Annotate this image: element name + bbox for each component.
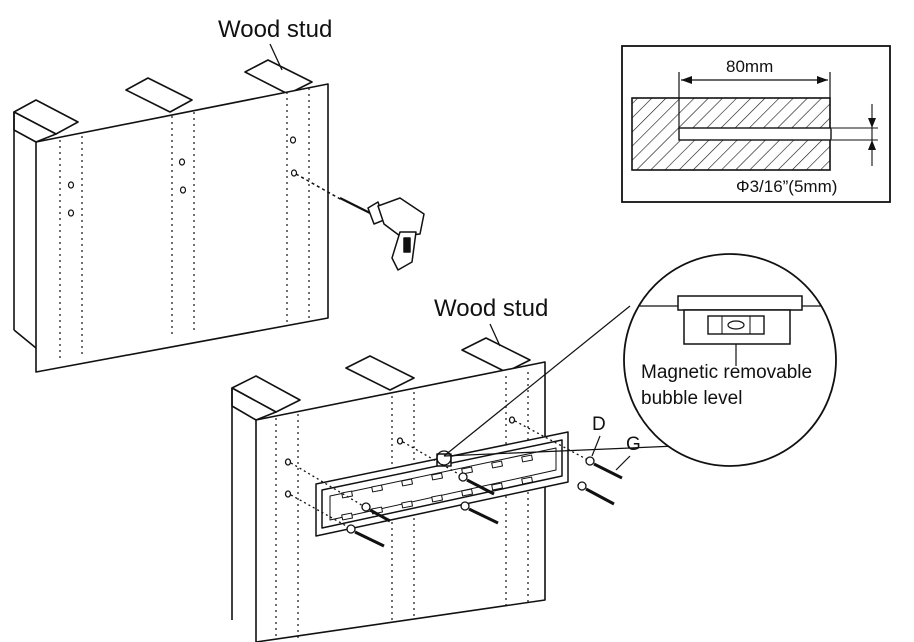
mounting-bracket xyxy=(315,431,569,537)
dimension-label: 80mm xyxy=(726,57,773,76)
drill-hole-section xyxy=(678,127,832,141)
drill-icon xyxy=(295,173,425,271)
dimension-detail: 80mm Φ3/16”(5mm) xyxy=(621,45,891,203)
top-wall-illustration xyxy=(13,59,329,373)
magnifier-callout: Magnetic removable bubble level xyxy=(436,253,837,467)
wood-stud-label-top: Wood stud xyxy=(218,16,332,43)
part-d-label: D xyxy=(592,414,606,435)
top-wall-holes xyxy=(67,136,298,217)
magnifier-circle xyxy=(623,253,837,467)
drill-diameter-label: Φ3/16”(5mm) xyxy=(736,177,837,196)
part-d-leader xyxy=(591,435,601,457)
wood-stud-leader-bottom xyxy=(489,323,501,347)
bracket-screws xyxy=(284,416,623,548)
top-wall-stud-lines xyxy=(59,88,310,358)
wood-stud-leader-top xyxy=(269,43,283,71)
level-label-line2: bubble level xyxy=(641,388,742,409)
wood-stud-label-bottom: Wood stud xyxy=(434,295,548,322)
part-g-leader xyxy=(615,455,631,471)
part-g-label: G xyxy=(626,434,641,455)
bubble xyxy=(727,320,745,330)
level-label-line1: Magnetic removable xyxy=(641,362,812,383)
